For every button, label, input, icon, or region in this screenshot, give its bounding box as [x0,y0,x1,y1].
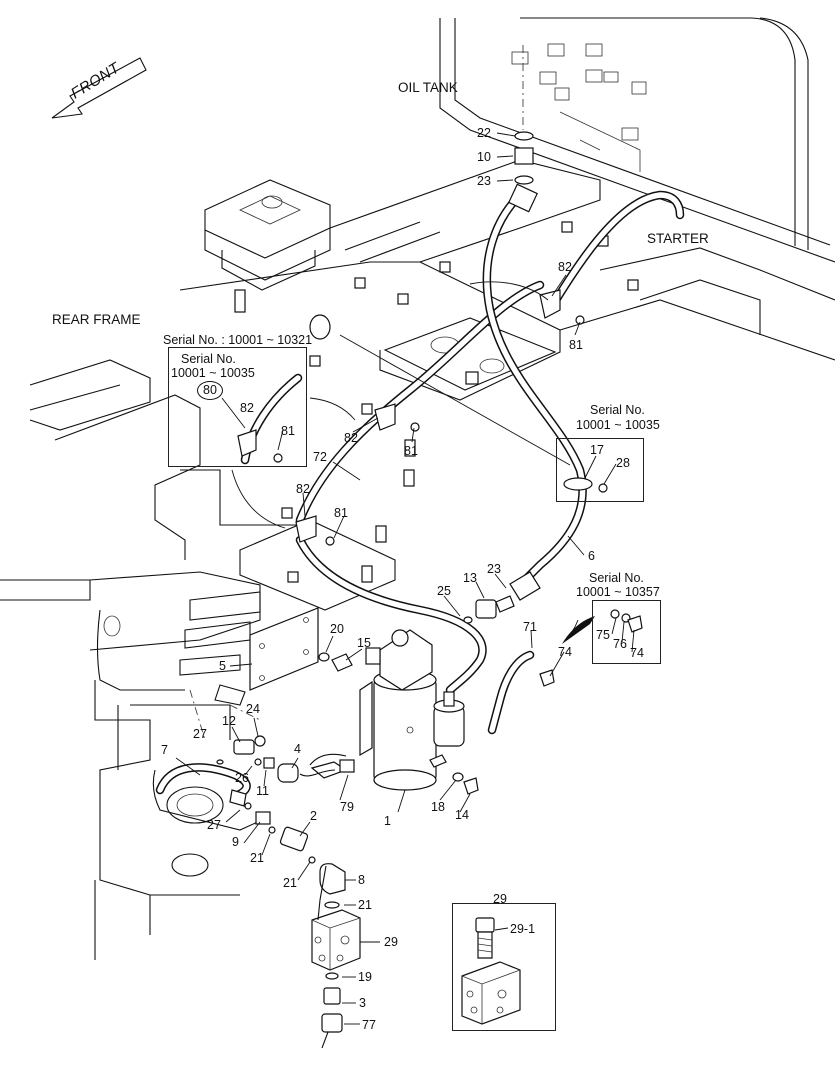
callout-72: 72 [313,450,327,464]
callout-19: 19 [358,970,372,984]
callout-4: 4 [294,742,301,756]
callout-27: 27 [193,727,207,741]
callout-79: 79 [340,800,354,814]
hose-7 [155,763,251,800]
callout-9: 9 [232,835,239,849]
inset-box-left: Serial No. 10001 ~ 10035 80 [168,347,307,467]
hose-72 [295,280,545,525]
callout-23: 23 [487,562,501,576]
callout-12: 12 [222,714,236,728]
filter-assembly [359,629,465,791]
callout-28: 28 [616,456,630,470]
callout-10: 10 [477,150,491,164]
inset-29-drawing [461,917,521,1025]
hose-lower [295,535,487,695]
callout-2: 2 [310,809,317,823]
hose-71 [487,650,535,735]
valve-block [311,909,361,971]
callout-20: 20 [330,622,344,636]
callout-22: 22 [477,126,491,140]
sensor-wire [299,753,347,1049]
oil-tank-caption: OIL TANK [398,80,458,95]
callout-81: 81 [404,444,418,458]
hose-starter [545,190,685,315]
callout-81: 81 [281,424,295,438]
frame-bolts [234,221,639,583]
starter-caption: STARTER [647,231,709,246]
callout-14: 14 [455,808,469,822]
inset-right-range: 10001 ~ 10035 [576,418,660,432]
callout-21: 21 [250,851,264,865]
callout-74: 74 [558,645,572,659]
inset-box-right [556,438,644,502]
leader-lines [175,132,635,1025]
callout-29-inset: 29 [493,892,507,906]
reference-arrows [231,281,595,644]
front-arrow [51,57,147,119]
callout-29-1: 29-1 [510,922,536,936]
callout-29: 29 [384,935,398,949]
callout-82: 82 [296,482,310,496]
mounting-plate [249,607,319,691]
callout-76: 76 [613,637,627,651]
callout-7: 7 [161,743,168,757]
callout-80: 80 [197,381,223,400]
callout-21: 21 [358,898,372,912]
rear-frame-caption: REAR FRAME [52,312,141,327]
callout-74: 74 [630,646,644,660]
callout-23: 23 [477,174,491,188]
callout-24: 24 [246,702,260,716]
callout-25: 25 [437,584,451,598]
inset-right-title: Serial No. [590,403,645,417]
callout-6: 6 [588,549,595,563]
callout-81: 81 [569,338,583,352]
inset-left-range: 10001 ~ 10035 [171,366,255,380]
callout-5: 5 [219,659,226,673]
serial-note-10321: Serial No. : 10001 ~ 10321 [163,333,313,347]
callout-17: 17 [590,443,604,457]
callout-81: 81 [334,506,348,520]
callout-3: 3 [359,996,366,1010]
callout-26: 26 [235,771,249,785]
callout-18: 18 [431,800,445,814]
callout-71: 71 [523,620,537,634]
rear-frame-structure [0,159,835,960]
inset-box-29 [452,903,556,1031]
callout-1: 1 [384,814,391,828]
callout-77: 77 [362,1018,376,1032]
clamps [237,289,608,546]
callout-11: 11 [256,784,269,798]
callout-82: 82 [558,260,572,274]
fasteners [216,571,643,1033]
inset-left-title: Serial No. [181,352,236,366]
fittings-top [508,131,538,213]
callout-21: 21 [283,876,297,890]
callout-15: 15 [357,636,371,650]
inset-small-range: 10001 ~ 10357 [576,585,660,599]
callout-27: 27 [207,818,221,832]
inset-small-title: Serial No. [589,571,644,585]
callout-75: 75 [596,628,610,642]
callout-13: 13 [463,571,477,585]
hose-main [482,190,587,585]
inset-box-small [592,600,661,664]
callout-82: 82 [344,431,358,445]
callout-82: 82 [240,401,254,415]
callout-8: 8 [358,873,365,887]
